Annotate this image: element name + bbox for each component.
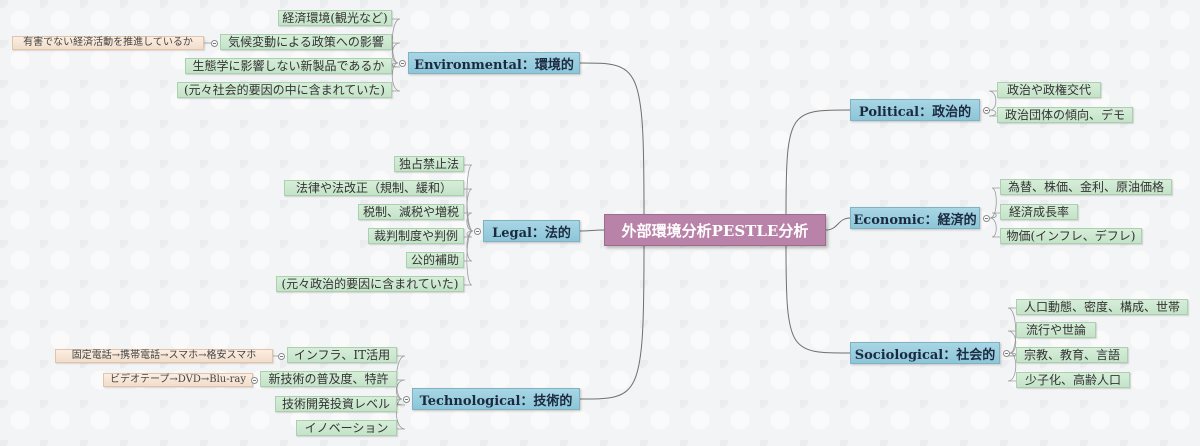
branch-economic[interactable]: Economic：経済的 (850, 207, 980, 229)
collapse-toggle-economic[interactable] (982, 214, 990, 222)
branch-link-technological (579, 245, 645, 400)
branch-link-political (785, 109, 851, 215)
child-link-legal-5 (464, 230, 474, 286)
child-link-sociological-0 (1007, 307, 1017, 354)
child-link-legal-4 (464, 230, 474, 262)
child-link-technological-0 (395, 355, 406, 400)
child-link-environmental-3 (391, 62, 401, 92)
branch-link-environmental (579, 62, 645, 215)
topic-environmental-1[interactable]: 気候変動による政策への影響 (220, 34, 392, 50)
collapse-toggle-technological[interactable] (402, 395, 410, 403)
topic-legal-4[interactable]: 公的補助 (406, 252, 464, 268)
topic-environmental-3[interactable]: (元々社会的要因の中に含まれていた) (177, 82, 392, 98)
branch-political[interactable]: Political：政治的 (850, 99, 980, 121)
subtopic-environmental-1[interactable]: 有害でない経済活動を推進しているか (12, 36, 204, 50)
topic-legal-2[interactable]: 税制、減税や増税 (358, 204, 464, 220)
collapse-toggle-political[interactable] (982, 106, 990, 114)
topic-sociological-3[interactable]: 少子化、高齢人口 (1016, 372, 1130, 388)
child-link-sociological-1 (1007, 330, 1017, 354)
topic-political-0[interactable]: 政治や政権交代 (997, 82, 1101, 98)
collapse-toggle-environmental[interactable] (398, 59, 406, 67)
child-link-environmental-1 (391, 42, 401, 64)
branch-link-economic (825, 217, 851, 231)
topic-legal-0[interactable]: 独占禁止法 (394, 156, 464, 172)
topic-technological-0[interactable]: インフラ、IT活用 (287, 347, 397, 363)
topic-legal-1[interactable]: 法律や法改正（規制、緩和） (284, 180, 464, 196)
subtopic-technological-1[interactable]: ビデオテープ→DVD→Blu-ray (103, 373, 253, 387)
topic-political-1[interactable]: 政治団体の傾向、デモ (997, 107, 1133, 123)
child-link-environmental-2 (391, 62, 401, 68)
child-link-sociological-3 (1007, 352, 1017, 382)
child-link-legal-3 (464, 230, 474, 238)
topic-economic-2[interactable]: 物価(インフレ、デフレ) (1000, 228, 1142, 244)
branch-sociological[interactable]: Sociological：社会的 (850, 342, 1000, 364)
child-link-economic-0 (989, 187, 1000, 219)
branch-link-legal (579, 229, 605, 232)
topic-technological-2[interactable]: 技術開発投資レベル (275, 396, 397, 412)
subtopic-technological-0[interactable]: 固定電話→携帯電話→スマホ→格安スマホ (55, 349, 273, 363)
child-link-technological-3 (395, 398, 406, 430)
topic-sociological-2[interactable]: 宗教、教育、言語 (1016, 347, 1128, 363)
child-link-legal-0 (464, 164, 474, 232)
collapse-toggle-environmental-1[interactable] (210, 39, 218, 47)
topic-sociological-0[interactable]: 人口動態、密度、構成、世帯 (1016, 299, 1188, 315)
topic-legal-3[interactable]: 裁判制度や判例 (368, 228, 464, 244)
topic-technological-1[interactable]: 新技術の普及度、特許 (260, 371, 397, 387)
topic-economic-0[interactable]: 為替、株価、金利、原油価格 (1000, 179, 1172, 195)
topic-legal-5[interactable]: (元々政治的要因に含まれていた) (276, 276, 464, 292)
branch-legal[interactable]: Legal：法的 (483, 220, 580, 242)
child-link-economic-2 (989, 217, 1000, 238)
topic-technological-3[interactable]: イノベーション (296, 420, 397, 436)
branch-technological[interactable]: Technological：技術的 (412, 388, 580, 410)
topic-environmental-2[interactable]: 生態学に影響しない新製品であるか (185, 58, 392, 74)
collapse-toggle-technological-0[interactable] (277, 352, 285, 360)
branch-link-sociological (785, 245, 851, 354)
collapse-toggle-legal[interactable] (473, 227, 481, 235)
branch-environmental[interactable]: Environmental：環境的 (408, 52, 580, 74)
collapse-toggle-technological-1[interactable] (250, 376, 258, 384)
collapse-toggle-sociological[interactable] (1002, 349, 1010, 357)
child-link-political-0 (988, 90, 997, 111)
child-link-environmental-0 (391, 18, 401, 64)
child-link-political-1 (988, 109, 997, 117)
child-link-technological-1 (395, 379, 406, 400)
central-topic[interactable]: 外部環境分析PESTLE分析 (604, 214, 826, 246)
child-link-legal-2 (464, 212, 474, 232)
topic-environmental-0[interactable]: 経済環境(観光など) (278, 10, 392, 26)
topic-economic-1[interactable]: 経済成長率 (1000, 204, 1078, 220)
child-link-legal-1 (464, 188, 474, 232)
child-link-economic-1 (989, 212, 1000, 219)
topic-sociological-1[interactable]: 流行や世論 (1016, 322, 1096, 338)
